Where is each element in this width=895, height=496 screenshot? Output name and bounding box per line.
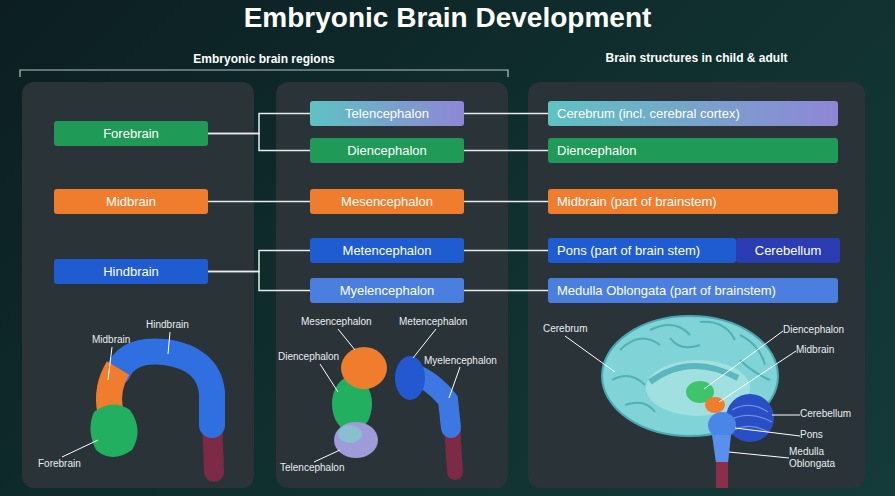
part-label: Myelencephalon bbox=[424, 355, 497, 367]
part-label: Medulla Oblongata bbox=[789, 446, 849, 470]
connector-line bbox=[208, 251, 310, 272]
panel: MesencephalonMetencephalonDiencephalonMy… bbox=[276, 82, 508, 488]
brain-region-box: Cerebellum bbox=[736, 238, 840, 263]
part-label: Cerebrum bbox=[543, 323, 587, 335]
corpus-callosum bbox=[650, 366, 738, 382]
brain-region-box: Pons (part of brain stem) bbox=[548, 238, 736, 263]
midbrain-shape bbox=[109, 368, 118, 410]
panel: HindbrainMidbrainForebrainForebrainMidbr… bbox=[22, 82, 254, 488]
leader-line bbox=[314, 329, 460, 462]
box-text: Myelencephalon bbox=[340, 283, 435, 298]
telencephalon-shade bbox=[338, 425, 362, 443]
box-text: Cerebellum bbox=[755, 243, 821, 258]
diencephalon-shape bbox=[332, 376, 372, 432]
hindbrain-shape bbox=[118, 351, 212, 425]
telencephalon-shape bbox=[334, 422, 378, 458]
brain-region-box: Midbrain (part of brainstem) bbox=[548, 189, 838, 214]
connector-line bbox=[464, 113, 548, 115]
section-label: Embryonic brain regions bbox=[20, 52, 508, 66]
brain-region-box: Hindbrain bbox=[54, 259, 208, 284]
metencephalon-shape bbox=[395, 356, 425, 400]
box-text: Diencephalon bbox=[347, 143, 427, 158]
brain-region-box: Medulla Oblongata (part of brainstem) bbox=[548, 278, 838, 303]
connector-line bbox=[208, 201, 310, 203]
box-text: Metencephalon bbox=[343, 243, 432, 258]
box-text: Diencephalon bbox=[557, 143, 637, 158]
leader-line bbox=[565, 331, 800, 458]
box-text: Medulla Oblongata (part of brainstem) bbox=[557, 283, 776, 298]
spinal-cord bbox=[716, 462, 728, 488]
box-text: Mesencephalon bbox=[341, 194, 433, 209]
part-label: Diencephalon bbox=[783, 324, 844, 336]
part-label: Diencephalon bbox=[278, 351, 339, 363]
cerebellum-folds bbox=[730, 405, 772, 432]
box-text: Midbrain bbox=[106, 194, 156, 209]
connector-line bbox=[464, 201, 548, 203]
connector-line bbox=[208, 272, 310, 291]
cerebrum-shape bbox=[602, 316, 778, 436]
inner-region bbox=[646, 360, 750, 416]
connector-line bbox=[464, 250, 548, 252]
part-label: Cerebellum bbox=[800, 408, 851, 420]
brain-region-box: Diencephalon bbox=[548, 138, 838, 163]
part-label: Mesencephalon bbox=[301, 316, 372, 328]
box-text: Cerebrum (incl. cerebral cortex) bbox=[557, 106, 740, 121]
part-label: Telencephalon bbox=[280, 462, 345, 474]
midbrain-shape bbox=[705, 397, 725, 413]
connector-line bbox=[208, 114, 310, 134]
part-label: Metencephalon bbox=[399, 316, 467, 328]
cerebellum-shape bbox=[726, 394, 774, 442]
brain-region-box: Myelencephalon bbox=[310, 278, 464, 303]
brain-region-box: Forebrain bbox=[54, 121, 208, 146]
box-text: Midbrain (part of brainstem) bbox=[557, 194, 717, 209]
forebrain-shape bbox=[90, 404, 137, 457]
brain-region-box: Metencephalon bbox=[310, 238, 464, 263]
medulla-shape bbox=[712, 435, 731, 463]
mesencephalon-shape bbox=[341, 347, 387, 389]
box-text: Forebrain bbox=[103, 126, 159, 141]
box-text: Telencephalon bbox=[345, 106, 429, 121]
brain-region-box: Cerebrum (incl. cerebral cortex) bbox=[548, 101, 838, 126]
brain-region-box: Diencephalon bbox=[310, 138, 464, 163]
part-label: Hindbrain bbox=[146, 319, 189, 331]
box-text: Pons (part of brain stem) bbox=[557, 243, 700, 258]
leader-line bbox=[62, 332, 170, 457]
panel-heading: Brain structures in child & adult bbox=[528, 51, 865, 65]
panel: Brain structures in child & adultCerebru… bbox=[528, 82, 865, 488]
part-label: Pons bbox=[800, 429, 823, 441]
box-text: Hindbrain bbox=[103, 264, 159, 279]
spinal-cord bbox=[212, 418, 214, 472]
part-label: Forebrain bbox=[38, 458, 81, 470]
myelencephalon-shape bbox=[410, 372, 451, 428]
brain-region-box: Mesencephalon bbox=[310, 189, 464, 214]
connector-line bbox=[464, 290, 548, 292]
part-label: Midbrain bbox=[92, 334, 130, 346]
brain-region-box: Telencephalon bbox=[310, 101, 464, 126]
brain-region-box: Midbrain bbox=[54, 189, 208, 214]
diagram-title: Embryonic Brain Development bbox=[0, 2, 895, 34]
diencephalon-shape bbox=[686, 381, 714, 403]
connector-line bbox=[464, 150, 548, 152]
spinal-cord bbox=[452, 425, 455, 472]
pons-shape bbox=[708, 412, 736, 438]
part-label: Midbrain bbox=[796, 344, 834, 356]
connector-line bbox=[208, 134, 310, 151]
gyri-lines bbox=[612, 322, 770, 412]
bracket bbox=[20, 70, 508, 77]
